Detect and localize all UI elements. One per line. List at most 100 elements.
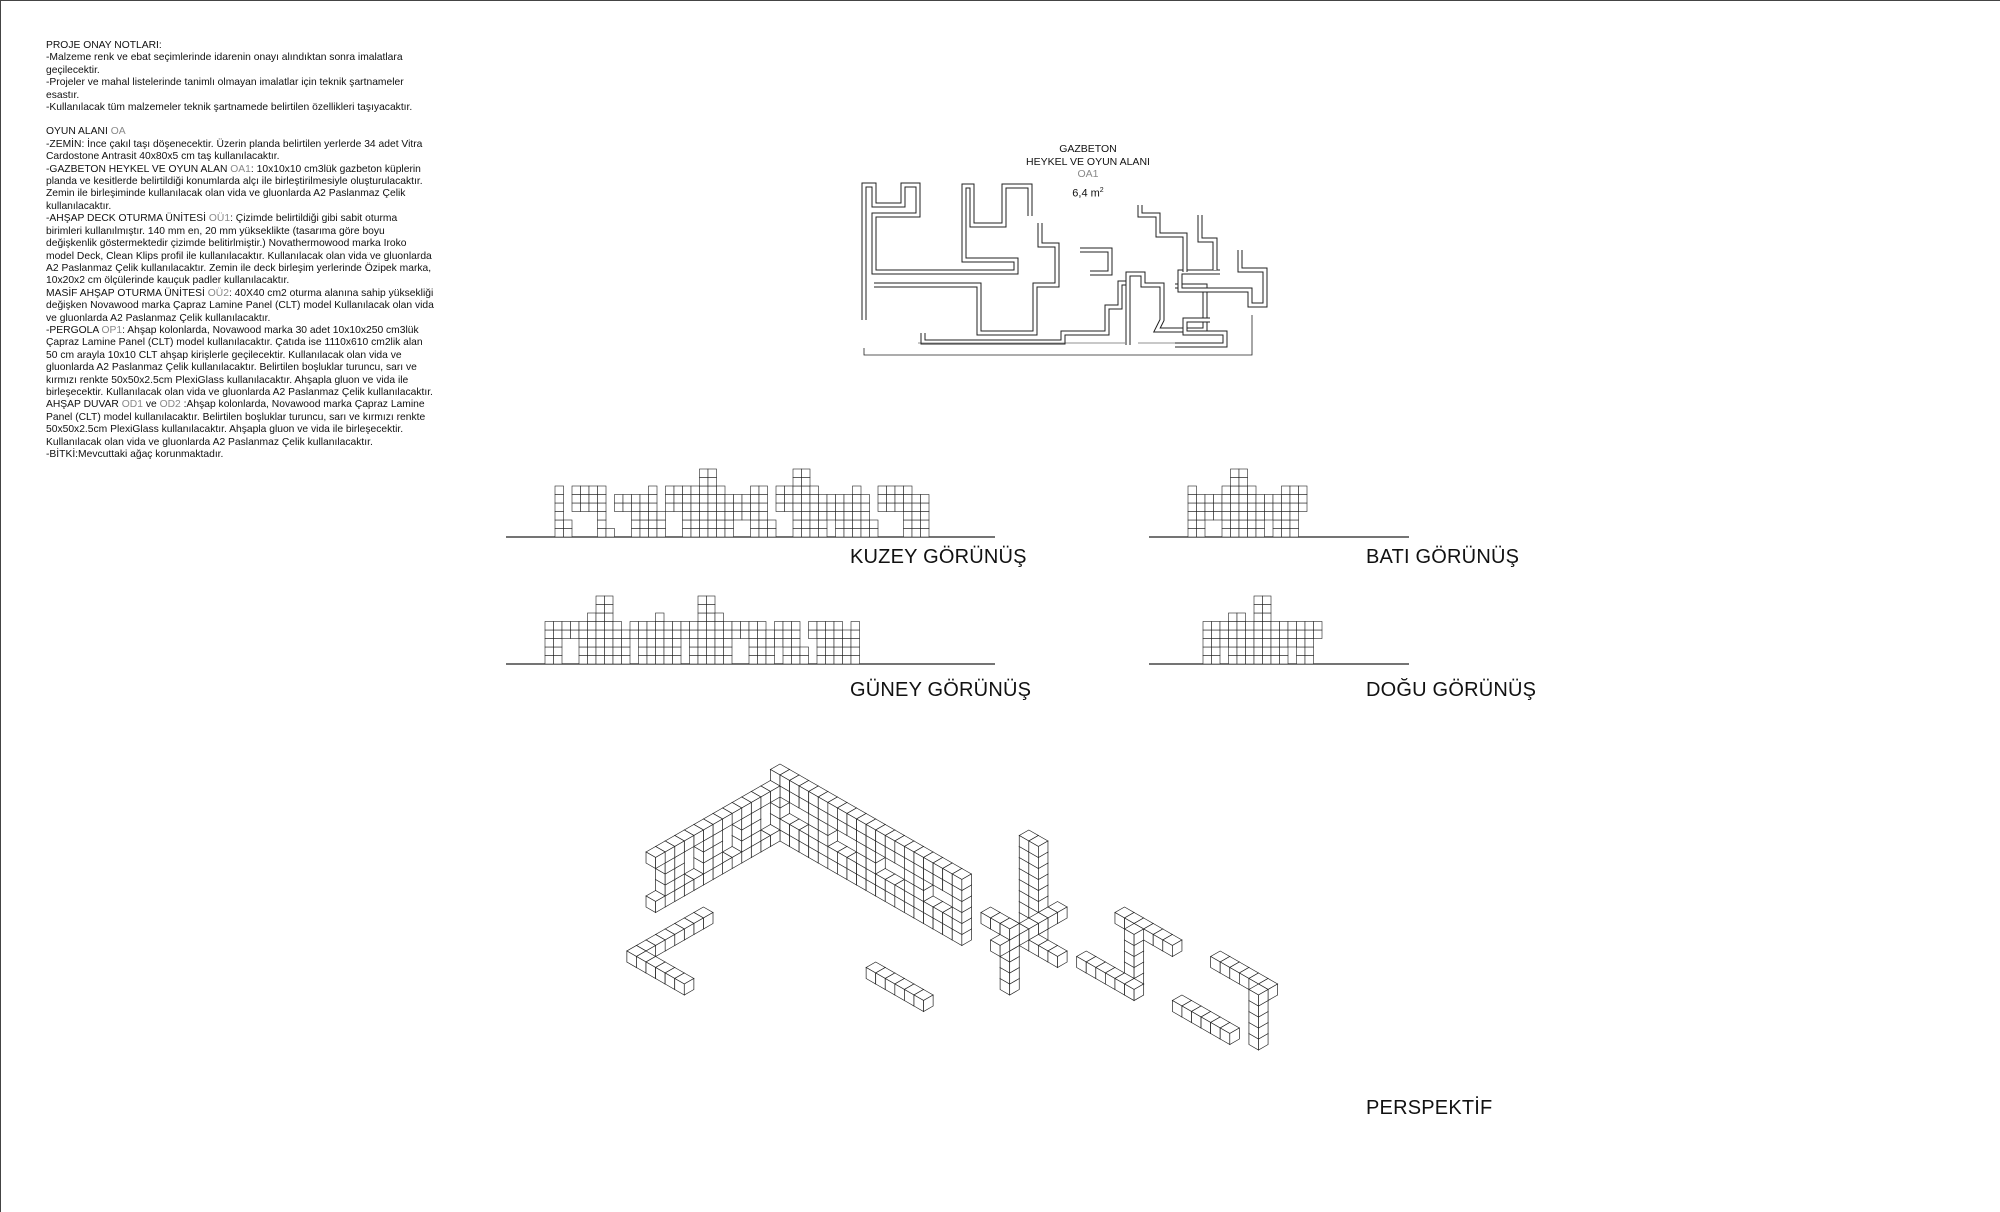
cube-face — [1236, 621, 1246, 631]
cube-face — [886, 502, 896, 512]
cube-face — [723, 655, 733, 665]
deck-code: OÜ1 — [208, 213, 231, 225]
cube-face — [1187, 519, 1197, 529]
cube-face — [699, 477, 709, 487]
cube-face — [1238, 502, 1248, 512]
cube-face — [1228, 629, 1238, 639]
cube-face — [1236, 638, 1246, 648]
cube-face — [723, 638, 733, 648]
note-deck: -AHŞAP DECK OTURMA ÜNİTESİ OÜ1: Çizimde … — [46, 213, 436, 287]
cube-face — [911, 519, 921, 529]
cube-face — [869, 519, 879, 529]
cube-face — [1264, 511, 1274, 521]
cube-face — [553, 646, 563, 656]
cube-face — [714, 612, 724, 622]
cube-face — [765, 629, 775, 639]
note-zemin: -ZEMİN: İnce çakıl taşı döşenecektir. Üz… — [46, 138, 423, 163]
cube-face — [723, 646, 733, 656]
cube-face — [604, 612, 614, 622]
cube-face — [1272, 494, 1282, 504]
cube-face — [723, 621, 733, 631]
cube-face — [791, 629, 801, 639]
cube-face — [655, 655, 665, 665]
cube-face — [1262, 612, 1272, 622]
cube-face — [1228, 638, 1238, 648]
cube-face — [1221, 511, 1231, 521]
cube-face — [716, 502, 726, 512]
cube-face — [850, 638, 860, 648]
cube-face — [1238, 519, 1248, 529]
cube-face — [663, 655, 673, 665]
cube-face — [826, 511, 836, 521]
cube-face — [622, 502, 632, 512]
cube-face — [587, 612, 597, 622]
cube-face — [1262, 629, 1272, 639]
cube-face — [706, 612, 716, 622]
plan-wall-inner — [1138, 205, 1187, 272]
cube-face — [1296, 646, 1306, 656]
cube-face — [561, 629, 571, 639]
cube-face — [801, 485, 811, 495]
cube-face — [1253, 604, 1263, 614]
cube-face — [714, 621, 724, 631]
cube-face — [1221, 528, 1231, 538]
cube-face — [809, 494, 819, 504]
cube-face — [920, 511, 930, 521]
cube-face — [655, 612, 665, 622]
cube-face — [604, 604, 614, 614]
cube-face — [724, 502, 734, 512]
cube-face — [852, 528, 862, 538]
cube-face — [672, 638, 682, 648]
cube-face — [631, 528, 641, 538]
cube-face — [1236, 646, 1246, 656]
note-pergola: -PERGOLA OP1: Ahşap kolonlarda, Novawood… — [46, 325, 436, 399]
cube-face — [663, 629, 673, 639]
cube-face — [1238, 511, 1248, 521]
cube-face — [877, 502, 887, 512]
cube-face — [648, 528, 658, 538]
cube-face — [920, 502, 930, 512]
cube-face — [1296, 655, 1306, 665]
cube-face — [1296, 638, 1306, 648]
cube-face — [1255, 519, 1265, 529]
plan-area: 6,4 m2 — [988, 185, 1188, 200]
cube-face — [757, 621, 767, 631]
cube-face — [1245, 621, 1255, 631]
cube-face — [1253, 621, 1263, 631]
section-title: OYUN ALANI OA — [46, 126, 436, 138]
cube-face — [697, 646, 707, 656]
cube-face — [655, 629, 665, 639]
cube-face — [782, 621, 792, 631]
cube-right — [1229, 1027, 1240, 1046]
plan-wall — [1080, 247, 1113, 276]
cube-face — [784, 485, 794, 495]
cube-face — [801, 494, 811, 504]
cube-face — [1202, 638, 1212, 648]
cube-face — [697, 595, 707, 605]
gazbeton-title: -GAZBETON HEYKEL VE OYUN ALAN — [46, 163, 228, 175]
cube-face — [614, 494, 624, 504]
cube-face — [843, 494, 853, 504]
cube-face — [1262, 621, 1272, 631]
cube-face — [631, 494, 641, 504]
cube-face — [1230, 502, 1240, 512]
cube-face — [1247, 494, 1257, 504]
cube-face — [706, 621, 716, 631]
cube-face — [1281, 502, 1291, 512]
cube-face — [758, 519, 768, 529]
cube-face — [758, 494, 768, 504]
cube-face — [818, 502, 828, 512]
cube-face — [833, 629, 843, 639]
cube-face — [680, 621, 690, 631]
cube-face — [1204, 494, 1214, 504]
cube-face — [816, 638, 826, 648]
cube-face — [818, 494, 828, 504]
cube-face — [825, 621, 835, 631]
cube-face — [782, 638, 792, 648]
cube-face — [646, 646, 656, 656]
cube-face — [716, 494, 726, 504]
cube-face — [699, 511, 709, 521]
cube-face — [833, 621, 843, 631]
